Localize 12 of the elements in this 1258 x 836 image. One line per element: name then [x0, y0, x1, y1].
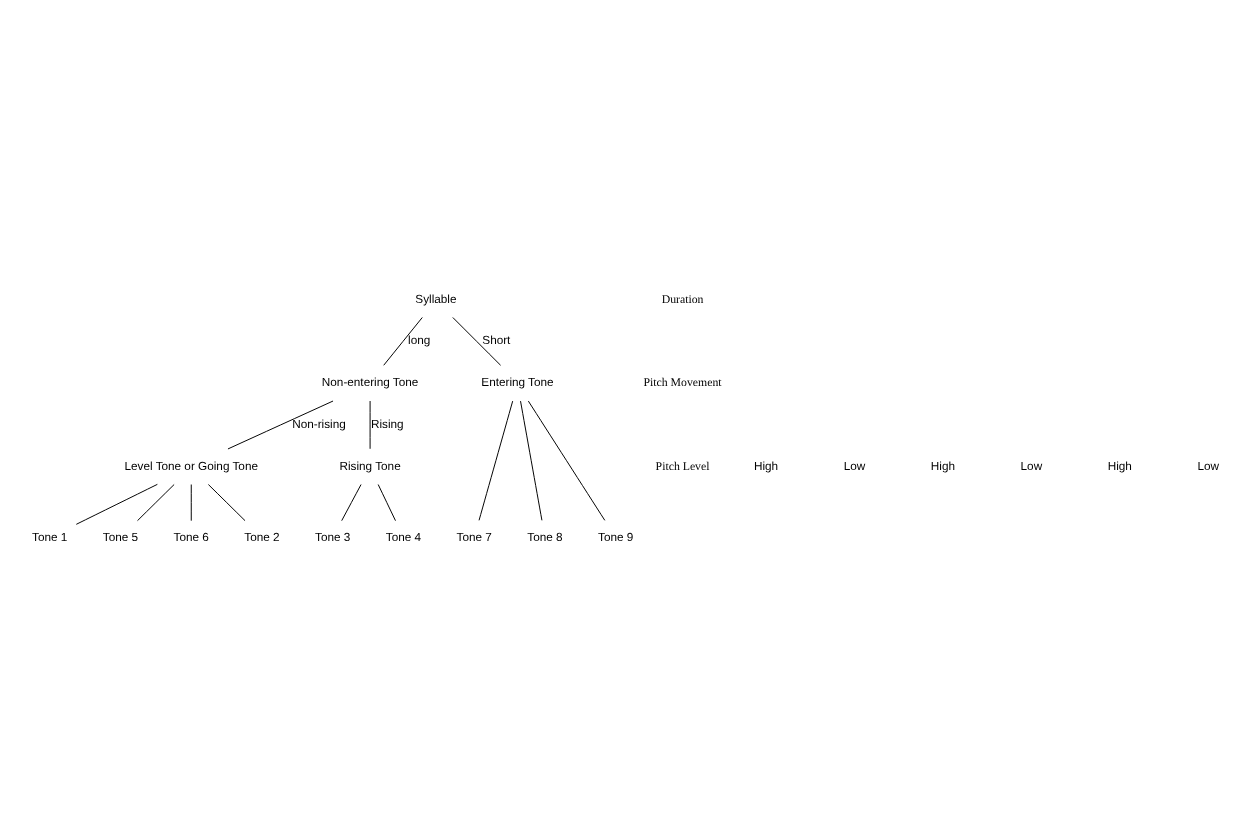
connector	[137, 483, 175, 521]
connector	[377, 483, 396, 521]
connector	[383, 316, 423, 365]
connector	[452, 316, 502, 365]
connector	[478, 399, 514, 520]
connector	[75, 482, 158, 524]
connector	[227, 399, 334, 449]
connector	[520, 399, 543, 520]
connector	[190, 483, 192, 521]
connector	[527, 399, 606, 520]
connector	[207, 483, 246, 521]
connector	[341, 483, 362, 521]
